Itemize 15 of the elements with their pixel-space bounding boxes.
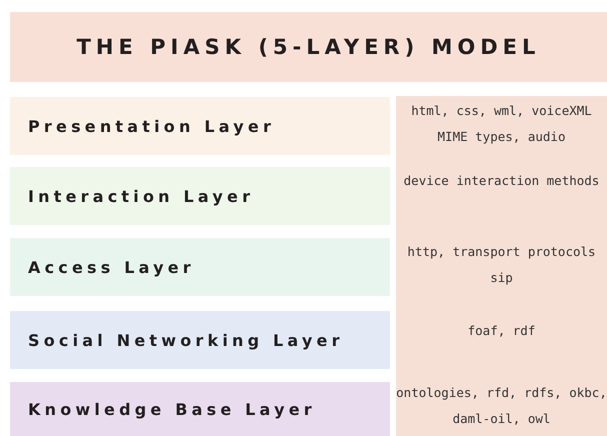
examples-text: device interaction methods	[402, 172, 600, 190]
layer-name: Presentation Layer	[28, 116, 276, 136]
examples-text: html, css, wml, voiceXML MIME types, audio	[410, 102, 593, 146]
layer-name: Interaction Layer	[28, 186, 254, 206]
examples-text: ontologies, rfd, rdfs, okbc, daml-oil, owl	[396, 384, 607, 428]
examples-text: foaf, rdf	[466, 322, 536, 340]
layer-name: Social Networking Layer	[28, 330, 344, 350]
title-text: THE PIASK (5-LAYER) MODEL	[76, 35, 540, 59]
layer-box	[10, 382, 390, 436]
layer-name: Access Layer	[28, 258, 195, 276]
examples-text: http, transport protocols sip	[406, 243, 597, 287]
layer-box	[10, 97, 390, 155]
layer-name: Knowledge Base Layer	[28, 400, 316, 418]
examples-panel	[396, 96, 607, 436]
layer-box	[10, 311, 390, 369]
